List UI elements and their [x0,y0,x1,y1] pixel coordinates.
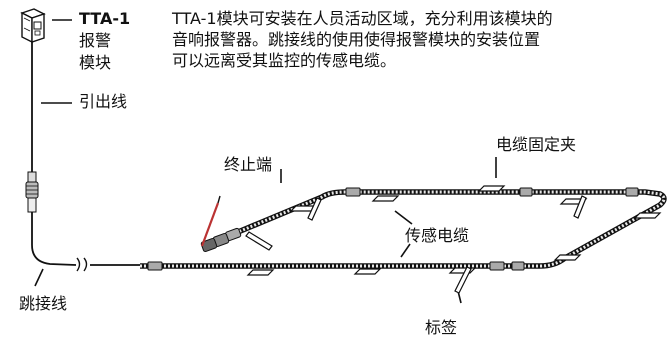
description-line: TTA-1模块可安装在人员活动区域，充分利用该模块的 [172,9,553,28]
description-text: TTA-1模块可安装在人员活动区域，充分利用该模块的 音响报警器。跳接线的使用使… [172,8,667,71]
break-mark-left [76,257,81,272]
module-title: TTA-1 [79,9,131,28]
tta-1-module-icon [20,8,46,44]
leader-lines [34,19,497,304]
leader-jumper [34,268,44,287]
end-terminal-icon [200,227,242,253]
description-line: 可以远离受其监控的传感电缆。 [172,51,397,70]
sensor-cable-label: 传感电缆 [405,226,470,245]
terminal-wire-tip [217,195,221,204]
leader-sensor-lower [400,243,411,258]
module-label-line1: 报警 [79,31,112,50]
sensor-cable-loop [140,189,667,269]
jumper-wire-label: 跳接线 [19,294,68,313]
lead-connector [25,171,39,213]
break-mark-right [83,257,88,272]
cable-clip-label: 电缆固定夹 [496,135,577,154]
jumper-wire [31,212,77,266]
module-label-line2: 模块 [79,53,112,72]
leader-sensor-upper [394,210,413,225]
lead-wire-label: 引出线 [79,92,128,111]
terminal-wire [200,202,220,247]
description-line: 音响报警器。跳接线的使用使得报警模块的安装位置 [172,30,541,49]
cable-connectors [147,187,639,271]
tag-icons [245,195,587,294]
end-terminal-label: 终止端 [224,155,273,174]
tag-label: 标签 [425,318,458,337]
